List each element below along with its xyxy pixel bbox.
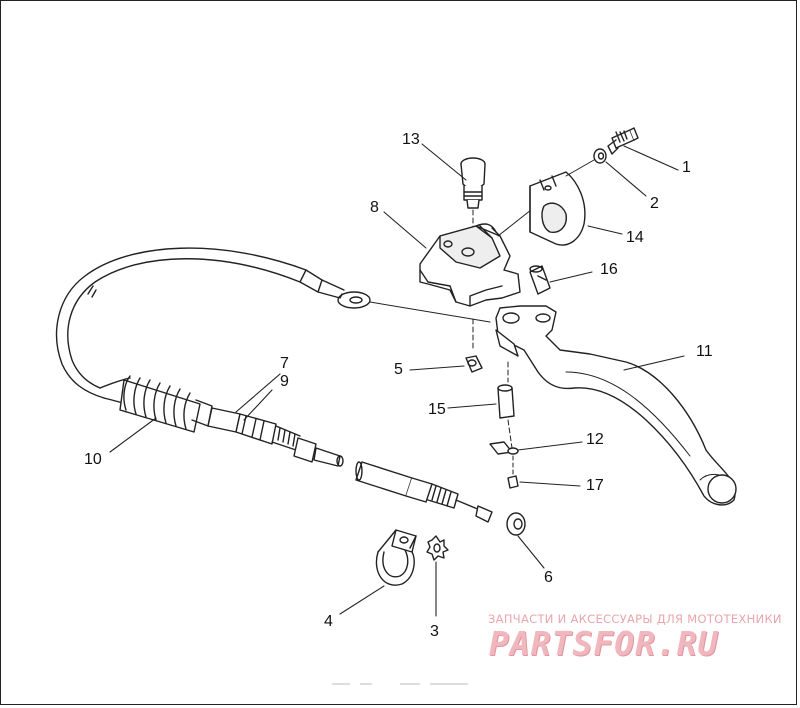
callout-12: 12 xyxy=(586,431,604,448)
cable-lower-end xyxy=(355,461,493,523)
bushing-16 xyxy=(529,265,551,295)
callout-13: 13 xyxy=(402,131,420,148)
washer-6 xyxy=(506,512,526,536)
callout-15: 15 xyxy=(428,401,446,418)
callout-7: 7 xyxy=(280,355,289,372)
retainer-5 xyxy=(465,317,483,373)
callout-10: 10 xyxy=(84,451,102,468)
perch-housing-14 xyxy=(529,171,586,246)
callout-17: 17 xyxy=(586,477,604,494)
washer-2 xyxy=(565,148,607,177)
clutch-lever-11 xyxy=(495,305,737,506)
callout-11: 11 xyxy=(696,343,713,360)
watermark-brand: PARTSFOR.RU xyxy=(489,624,719,663)
callout-16: 16 xyxy=(600,261,618,278)
callout-8: 8 xyxy=(370,199,379,216)
cable-boot-10 xyxy=(99,375,213,433)
callout-4: 4 xyxy=(324,613,333,630)
callout-3: 3 xyxy=(430,623,439,640)
callout-2: 2 xyxy=(650,195,659,212)
callout-1: 1 xyxy=(682,159,691,176)
cable-housing-upper xyxy=(55,247,491,399)
leader-lines xyxy=(109,143,685,617)
screw-1 xyxy=(607,127,639,155)
screw-17 xyxy=(507,455,519,489)
star-washer-3 xyxy=(426,535,449,561)
callout-14: 14 xyxy=(626,229,644,246)
callout-5: 5 xyxy=(394,361,403,378)
watermark-tagline: ЗАПЧАСТИ И АКСЕССУАРЫ ДЛЯ МОТОТЕХНИКИ xyxy=(488,612,782,626)
callout-6: 6 xyxy=(544,569,553,586)
clamp-4 xyxy=(375,529,417,586)
clip-12 xyxy=(489,441,519,455)
pin-15 xyxy=(497,361,515,449)
callout-9: 9 xyxy=(280,373,289,390)
lever-bracket-8 xyxy=(419,205,537,307)
cable-adjuster-7-9 xyxy=(207,407,344,467)
